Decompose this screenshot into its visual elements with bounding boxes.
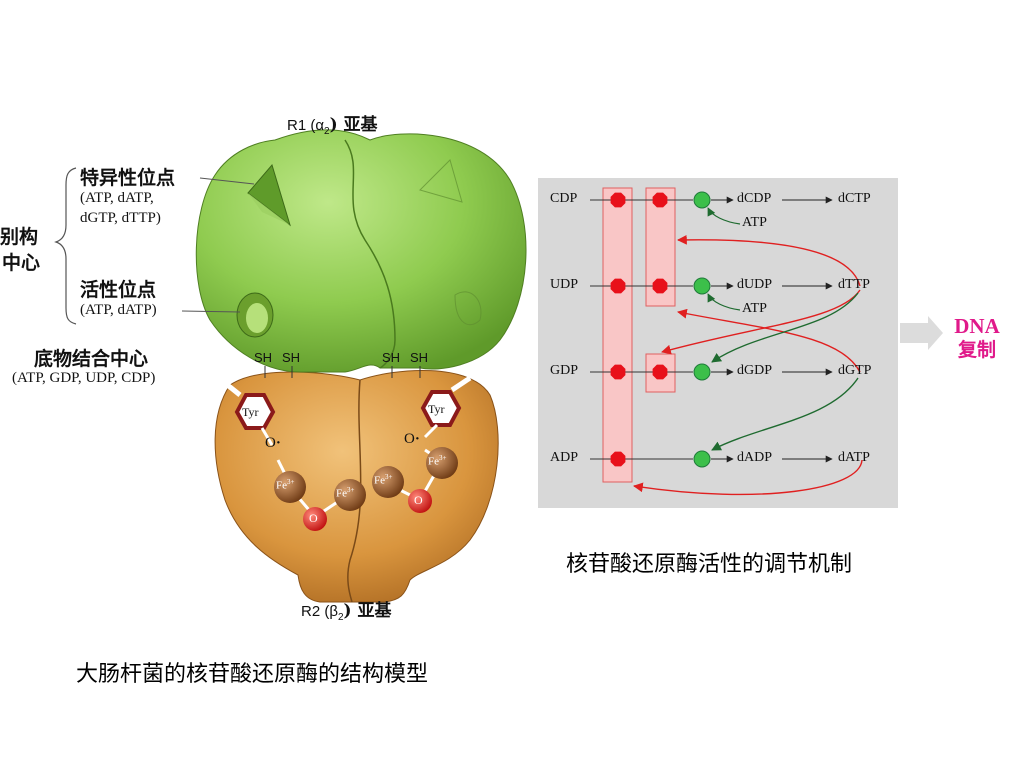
activity-ligands: (ATP, dATP) bbox=[80, 302, 157, 318]
feedback-dttp-to-gdp bbox=[661, 289, 861, 355]
fe-label-2: Fe3+ bbox=[336, 486, 355, 500]
fe-atom-1 bbox=[274, 471, 306, 503]
fe-atom-2 bbox=[334, 479, 366, 511]
tyr-label-right: Tyr bbox=[428, 402, 445, 416]
allosteric-brace bbox=[54, 167, 77, 325]
fe-label-3: Fe3+ bbox=[374, 473, 393, 487]
activate-dot-udp bbox=[693, 277, 711, 295]
dna-output-arrow bbox=[900, 316, 943, 350]
tyr-label-left: Tyr bbox=[242, 405, 259, 419]
o-atom-label-right: O bbox=[414, 493, 423, 507]
o-atom-left bbox=[303, 507, 327, 531]
feedback-dgtp-to-udp bbox=[677, 308, 861, 373]
r1-divider bbox=[344, 139, 396, 369]
replication-label: 复制 bbox=[957, 339, 996, 361]
product-label-cdp: dCDP bbox=[737, 191, 772, 206]
right-figure-caption: 核苷酸还原酶活性的调节机制 bbox=[566, 552, 853, 577]
o-atom-label-left: O bbox=[309, 511, 318, 525]
activate-dgtp-to-adp bbox=[711, 377, 859, 451]
enzyme-structure-figure bbox=[54, 129, 527, 603]
substrate-ligands: (ATP, GDP, UDP, CDP) bbox=[12, 370, 156, 386]
substrate-label-cdp: CDP bbox=[550, 191, 578, 206]
final-label-cdp: dCTP bbox=[838, 191, 871, 206]
o-radical-right: O· bbox=[404, 431, 420, 447]
r2-divider bbox=[347, 379, 362, 603]
inhibit-octagon-specificity-gdp bbox=[652, 364, 668, 380]
atp-activate-cdp bbox=[707, 207, 741, 225]
r2-subunit-label: R2 (β2) 亚基 bbox=[301, 601, 392, 623]
specificity-site-right bbox=[419, 159, 463, 203]
r1-subunit-label: R1 (α2) 亚基 bbox=[287, 115, 378, 137]
fe-label-1: Fe3+ bbox=[276, 478, 295, 492]
regulation-diagram bbox=[538, 178, 943, 508]
r1-subunit bbox=[195, 129, 527, 373]
allosteric-center-label-2: 中心 bbox=[2, 252, 41, 274]
product-label-gdp: dGDP bbox=[737, 363, 773, 378]
activity-site-label: 活性位点 bbox=[80, 279, 157, 301]
activate-dot-cdp bbox=[693, 191, 711, 209]
o-atom-right bbox=[408, 489, 432, 513]
substrate-label-adp: ADP bbox=[550, 450, 579, 465]
sh-label-2: SH bbox=[282, 350, 301, 365]
sh-label-1: SH bbox=[254, 350, 273, 365]
inhibit-octagon-specificity-udp bbox=[652, 278, 668, 294]
activate-dot-adp bbox=[693, 450, 711, 468]
fe-label-4: Fe3+ bbox=[428, 454, 447, 468]
atp-activate-udp bbox=[707, 293, 741, 311]
dna-label: DNA bbox=[954, 314, 1000, 338]
activity-site-box bbox=[602, 187, 633, 483]
activator-label-cdp: ATP bbox=[742, 215, 767, 230]
feedback-datp-to-all bbox=[633, 459, 863, 496]
dna-replication-label: DNA 复制 bbox=[944, 314, 1010, 362]
product-label-adp: dADP bbox=[737, 450, 773, 465]
o-radical-left: O· bbox=[265, 435, 281, 451]
fe-atom-4 bbox=[426, 447, 458, 479]
inhibit-octagon-activity-adp bbox=[610, 451, 626, 467]
specificity-ligands-line2: dGTP, dTTP) bbox=[80, 210, 161, 226]
specificity-box-gdp bbox=[645, 353, 676, 393]
final-label-udp: dTTP bbox=[838, 277, 870, 292]
feedback-dttp-to-cdp bbox=[677, 234, 861, 287]
substrate-label-udp: UDP bbox=[550, 277, 579, 292]
final-label-adp: dATP bbox=[838, 450, 870, 465]
diagram-panel bbox=[538, 178, 898, 508]
activator-label-udp: ATP bbox=[742, 301, 767, 316]
sh-label-3: SH bbox=[382, 350, 401, 365]
inhibit-octagon-activity-gdp bbox=[610, 364, 626, 380]
activate-dot-gdp bbox=[693, 363, 711, 381]
substrate-center-label: 底物结合中心 bbox=[34, 348, 149, 370]
final-label-gdp: dGTP bbox=[838, 363, 872, 378]
allosteric-center-label-1: 别构 bbox=[0, 226, 39, 248]
fe-atom-3 bbox=[372, 466, 404, 498]
specificity-ligands-line1: (ATP, dATP, bbox=[80, 190, 154, 206]
product-label-udp: dUDP bbox=[737, 277, 773, 292]
inhibit-octagon-activity-udp bbox=[610, 278, 626, 294]
inhibit-octagon-specificity-cdp bbox=[652, 192, 668, 208]
left-figure-caption: 大肠杆菌的核苷酸还原酶的结构模型 bbox=[76, 662, 429, 687]
substrate-label-gdp: GDP bbox=[550, 363, 579, 378]
inhibit-octagon-activity-cdp bbox=[610, 192, 626, 208]
tyr-right bbox=[420, 375, 472, 460]
specificity-site-label: 特异性位点 bbox=[80, 167, 176, 189]
sh-label-4: SH bbox=[410, 350, 429, 365]
activate-dttp-to-gdp bbox=[711, 292, 859, 363]
